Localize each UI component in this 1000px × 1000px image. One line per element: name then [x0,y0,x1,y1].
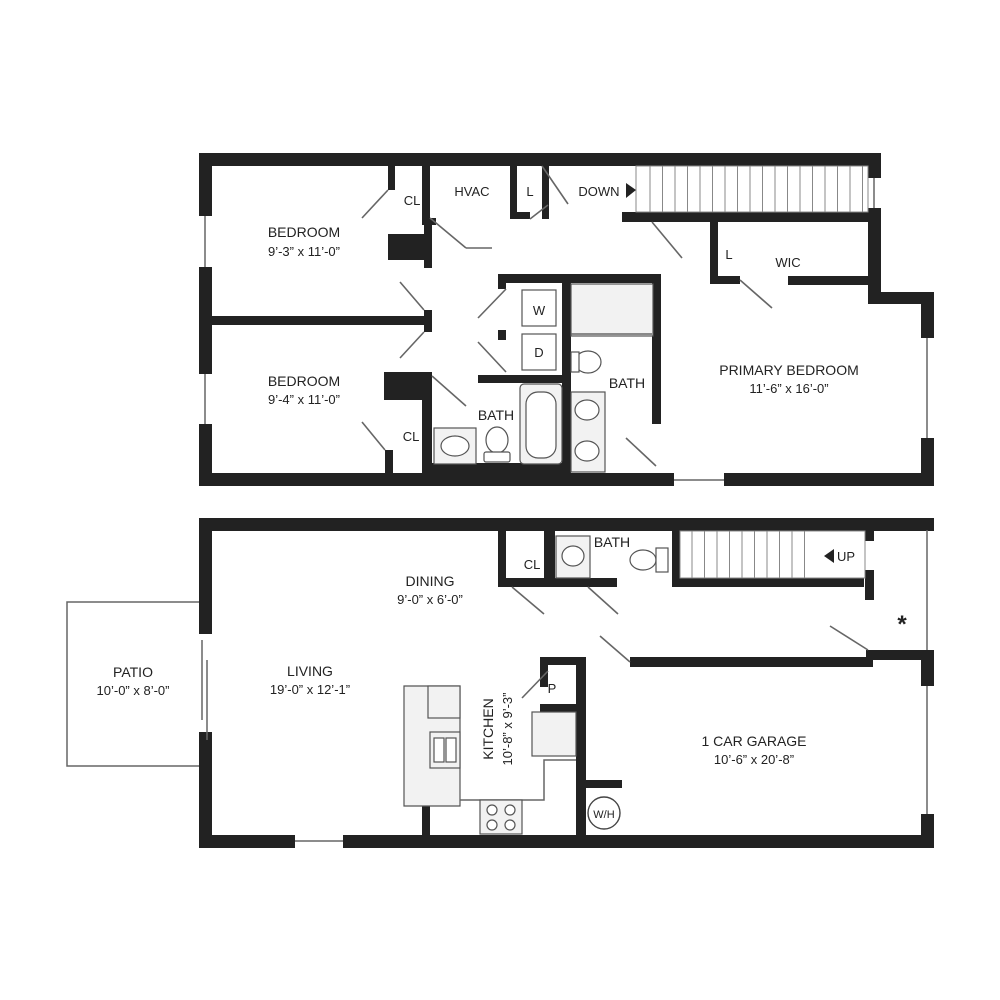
bedroom-2-size: 9’-4” x 11’-0” [268,392,340,407]
bath-2-name: BATH [609,375,645,391]
upper-outer-walls [199,153,934,486]
lower-floor: DINING 9’-0” x 6’-0” LIVING 19’-0” x 12’… [66,518,934,848]
bedroom-1-name: BEDROOM [268,224,340,240]
hvac-label: HVAC [454,184,489,199]
pantry-label: P [548,681,557,696]
dining-size: 9’-0” x 6’-0” [397,592,463,607]
dining-name: DINING [406,573,455,589]
toilet-icon [629,549,657,571]
stair-steps [649,166,863,212]
shower-icon [570,283,654,337]
patio [66,601,208,767]
bedroom-2-name: BEDROOM [268,373,340,389]
kitchen-name: KITCHEN [480,698,496,759]
upper-floor: BEDROOM 9’-3” x 11’-0” BEDROOM 9’-4” x 1… [199,153,934,486]
lower-stairs [679,530,866,579]
bedroom-1-size: 9’-3” x 11’-0” [268,244,340,259]
asterisk-marker: * [897,611,907,638]
stove-icon [479,799,523,835]
closet-2-label: CL [403,429,420,444]
kitchen-counters [403,685,577,835]
lower-outer-walls [199,518,934,848]
garage-name: 1 CAR GARAGE [701,733,806,749]
dryer-label: D [534,345,543,360]
upper-interior-walls [212,166,868,486]
closet-1-label: CL [404,193,421,208]
stair-steps [691,531,805,578]
up-arrow-icon [824,549,834,563]
kitchen-size: 10’-8” x 9’-3” [500,693,515,766]
lower-doors [511,586,869,699]
stairs-down-label: DOWN [578,184,619,199]
bath-1-name: BATH [478,407,514,423]
laundry [521,289,557,371]
bath-1-fixtures [433,383,563,465]
primary-bedroom-size: 11’-6” x 16’-0” [749,381,828,396]
garage-size: 10’-6” x 20’-8” [714,752,794,767]
bath-2-fixtures [570,283,654,473]
living-size: 19’-0” x 12’-1” [270,682,350,697]
lower-windows [295,530,928,842]
linen-1-label: L [526,184,533,199]
primary-bedroom-name: PRIMARY BEDROOM [719,362,859,378]
water-heater-icon [587,796,621,830]
lower-bath-fixtures [555,535,669,579]
fridge-icon [531,711,577,757]
toilet-icon [485,426,509,454]
washer-label: W [533,303,546,318]
upper-doors [361,165,773,467]
patio-name: PATIO [113,664,153,680]
upper-stairs [626,165,869,213]
stairs-up-label: UP [837,549,855,564]
water-heater-label: W/H [593,809,614,821]
linen-2-label: L [725,247,732,262]
upper-windows [204,178,928,481]
lower-closet-label: CL [524,557,541,572]
living-name: LIVING [287,663,333,679]
lower-bath-name: BATH [594,534,630,550]
patio-size: 10’-0” x 8’-0” [97,683,170,698]
wic-label: WIC [775,255,800,270]
down-arrow-icon [626,183,636,198]
